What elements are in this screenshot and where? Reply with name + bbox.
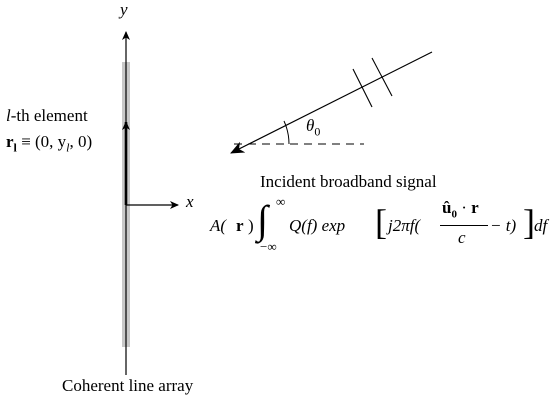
fraction-bar [440, 225, 488, 226]
num-dot: · [456, 198, 472, 217]
integral-upper: ∞ [276, 194, 286, 209]
element-name-label: l-th element [6, 106, 88, 126]
formula-r: r [236, 216, 244, 235]
formula-df: df [534, 216, 548, 235]
num-u: û [442, 198, 452, 217]
bracket-close: ] [523, 202, 535, 242]
y-axis-label: y [120, 0, 128, 19]
position-rest: ≡ (0, y [16, 132, 67, 151]
angle-sub: 0 [314, 124, 321, 139]
formula-j2pi: j2πf( [388, 216, 421, 235]
x-axis-label: x [186, 192, 194, 211]
wavefront-mark-2 [371, 57, 393, 97]
element-name-rest: -th element [10, 106, 88, 125]
integral-sign: ∫ [257, 197, 268, 242]
incident-direction-arrow [230, 51, 433, 154]
integral-lower: −∞ [260, 239, 277, 254]
num-sub: 0 [451, 208, 457, 221]
formula-minus-t: − t) [490, 216, 517, 235]
array-title: Coherent line array [62, 376, 194, 395]
num-r: r [471, 198, 479, 217]
fraction-denominator: c [458, 228, 466, 247]
wavefront-mark-1 [352, 68, 373, 108]
angle-label: θ0 [306, 116, 320, 139]
angle-arc [283, 120, 290, 145]
formula-close: ) [248, 216, 254, 235]
signal-formula: A( r ) ∫ ∞ −∞ Q(f) exp [ j2πf( û0 · r c … [210, 194, 548, 266]
fraction-numerator: û0 · r [442, 198, 479, 220]
formula-Q: Q(f) exp [289, 216, 346, 235]
position-r-sub: l [13, 140, 17, 155]
signal-title: Incident broadband signal [260, 172, 437, 191]
angle-symbol: θ [306, 116, 315, 135]
formula-A: A( [210, 216, 227, 235]
element-position-label: rl ≡ (0, yl, 0) [6, 132, 92, 155]
element-name-italic: l [6, 106, 11, 125]
position-end: , 0) [69, 132, 93, 151]
bracket-open: [ [375, 202, 387, 242]
position-yl-sub: l [66, 140, 70, 155]
position-r: r [6, 132, 14, 151]
